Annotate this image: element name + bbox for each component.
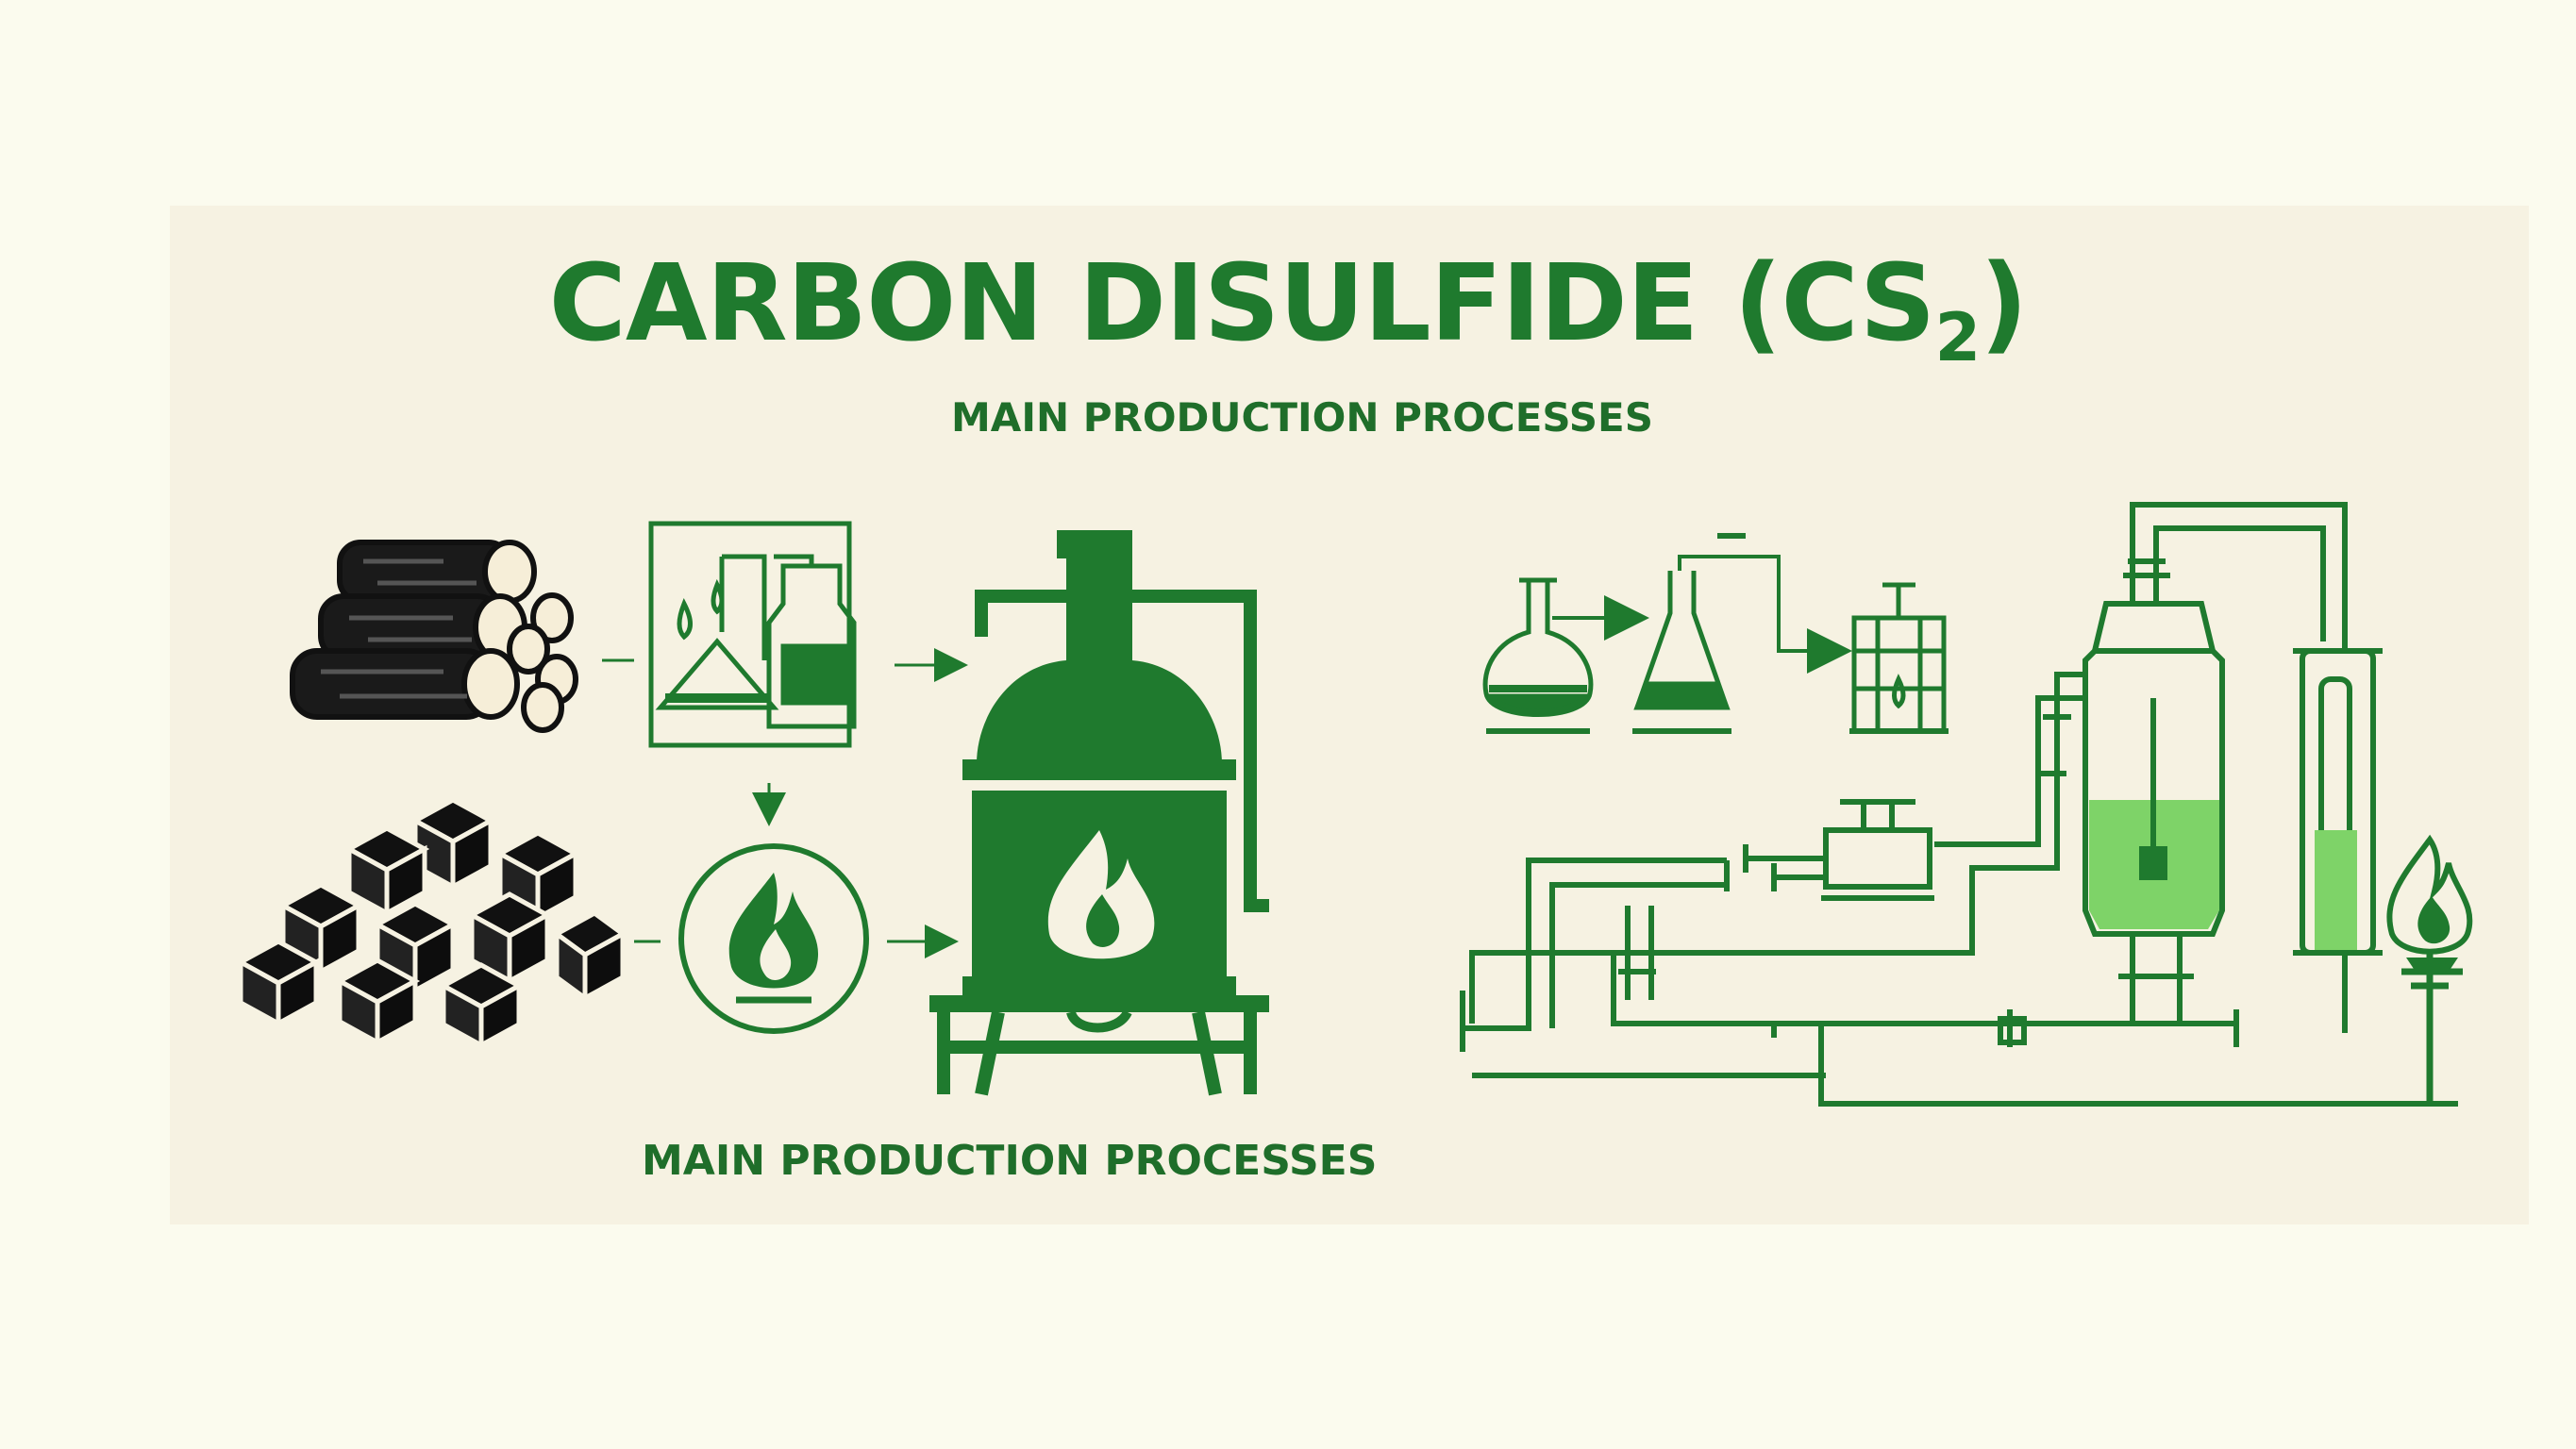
title-close-paren: ) [1980,242,2028,365]
furnace-retort-icon [929,530,1269,1096]
wood-logs-icon [290,540,578,733]
distillation-flasks-icon [1482,533,1949,734]
laboratory-glassware-icon [648,521,857,748]
title-text: CARBON DISULFIDE (CS [548,242,1936,365]
page-title: CARBON DISULFIDE (CS2) [0,241,2576,377]
title-subscript: 2 [1934,299,1981,376]
subtitle-top: MAIN PRODUCTION PROCESSES [951,394,1653,441]
burner-flame-icon [2386,834,2473,1104]
condenser-column-icon [1460,502,2458,1107]
subtitle-bottom: MAIN PRODUCTION PROCESSES [642,1137,1378,1185]
flow-arrows [602,648,968,958]
charcoal-pile-icon [235,797,627,1050]
flame-circle-icon [678,843,869,1034]
